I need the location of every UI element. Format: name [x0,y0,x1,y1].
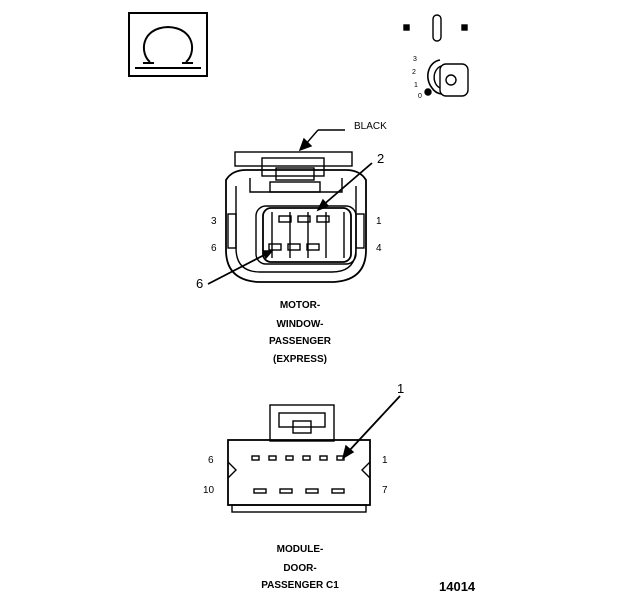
connector-motor-window [207,129,373,285]
pin-label-6: 6 [211,243,217,254]
connector-title-line: MOTOR- [279,300,321,311]
callout-2: 2 [377,151,385,166]
connector-color-label: BLACK [354,121,387,132]
callout-1: 1 [397,381,405,396]
figure-number: 14014 [439,579,476,594]
pin-label-7: 7 [382,485,388,496]
callout-6: 6 [196,276,204,291]
connector-title-line: PASSENGER [268,336,332,347]
ignition-position-0: 0 [418,93,422,100]
pin-label-1: 1 [376,216,382,227]
ignition-position-3: 3 [413,56,417,63]
pin-label-4: 4 [376,243,382,254]
ohm-symbol-icon [128,12,208,77]
connector-title-line: PASSENGER C1 [261,580,339,591]
pin-label-1: 1 [382,455,388,466]
ignition-key-icon [403,14,469,97]
pin-label-6: 6 [208,455,214,466]
ignition-position-1: 1 [414,82,418,89]
ignition-position-2: 2 [412,69,416,76]
connector-door-module [227,395,401,513]
connector-title-line: MODULE- [276,544,324,555]
pin-label-10: 10 [203,485,215,496]
connector-title-line: DOOR- [283,563,317,574]
connector-title-line: WINDOW- [276,319,324,330]
connector-title-line: (EXPRESS) [273,354,327,365]
pin-label-3: 3 [211,216,217,227]
